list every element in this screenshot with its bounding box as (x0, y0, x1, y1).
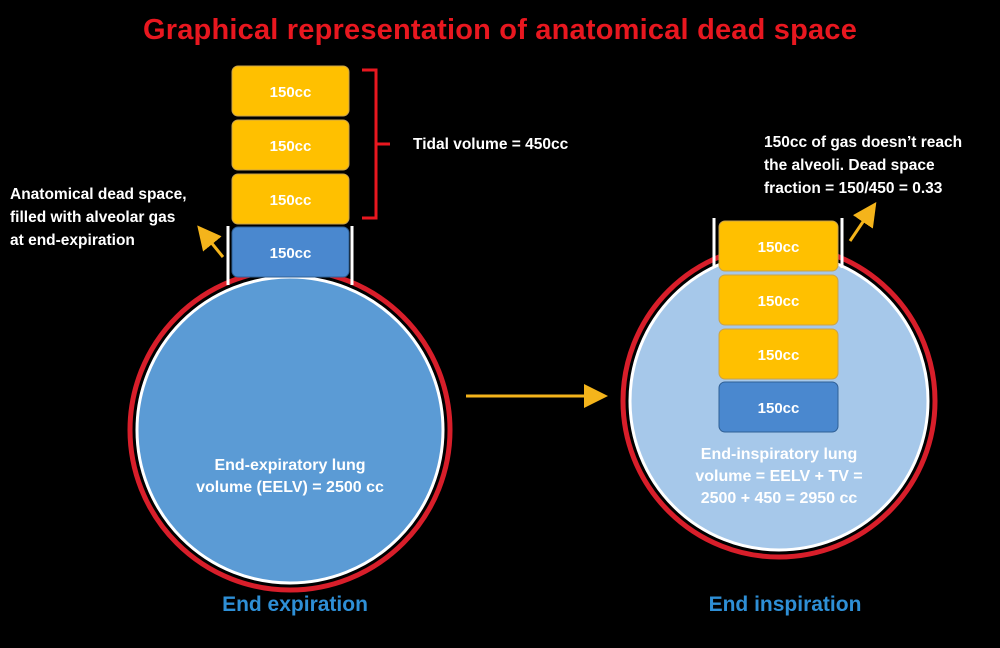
block-label: 150cc (758, 239, 800, 256)
left-lung-label: End-expiratory lung volume (EELV) = 2500… (170, 455, 410, 499)
block-label: 150cc (270, 84, 312, 101)
right-block: 150cc (718, 220, 839, 272)
left-block: 150cc (231, 65, 350, 117)
note-line: 150cc of gas doesn’t reach (764, 134, 963, 151)
dead-space-note: Anatomical dead space, filled with alveo… (10, 183, 187, 252)
caption-end-inspiration: End inspiration (708, 593, 862, 616)
block-label: 150cc (758, 347, 800, 364)
tidal-volume-label: Tidal volume = 450cc (413, 136, 569, 153)
right-dead-space-block: 150cc (718, 381, 839, 433)
left-lung (127, 267, 453, 593)
block-label: 150cc (270, 138, 312, 155)
lung-label-line: End-inspiratory lung (700, 446, 858, 463)
left-dead-space-block: 150cc (231, 226, 350, 278)
caption-end-expiration: End expiration (222, 593, 368, 616)
block-label: 150cc (270, 192, 312, 209)
right-block: 150cc (718, 328, 839, 380)
right-lung-label: End-inspiratory lung volume = EELV + TV … (659, 444, 899, 510)
dead-space-fraction-arrow (848, 202, 877, 242)
lung-label-line: volume (EELV) = 2500 cc (196, 479, 384, 496)
dead-space-fraction-note: 150cc of gas doesn’t reach the alveoli. … (764, 131, 962, 200)
dead-space-arrow (197, 225, 225, 258)
block-label: 150cc (270, 245, 312, 262)
note-line: fraction = 150/450 = 0.33 (764, 180, 943, 197)
note-line: filled with alveolar gas (10, 209, 176, 226)
page-title: Graphical representation of anatomical d… (142, 14, 858, 46)
lung-label-line: 2500 + 450 = 2950 cc (700, 490, 858, 507)
left-block: 150cc (231, 173, 350, 225)
block-label: 150cc (758, 293, 800, 310)
lung-label-line: End-expiratory lung (214, 457, 366, 474)
note-line: Anatomical dead space, (10, 186, 187, 203)
right-block: 150cc (718, 274, 839, 326)
lung-label-line: volume = EELV + TV = (695, 468, 863, 485)
left-block: 150cc (231, 119, 350, 171)
note-line: the alveoli. Dead space (764, 157, 935, 174)
tidal-volume-bracket (362, 68, 390, 220)
note-line: at end-expiration (10, 232, 135, 249)
block-label: 150cc (758, 400, 800, 417)
